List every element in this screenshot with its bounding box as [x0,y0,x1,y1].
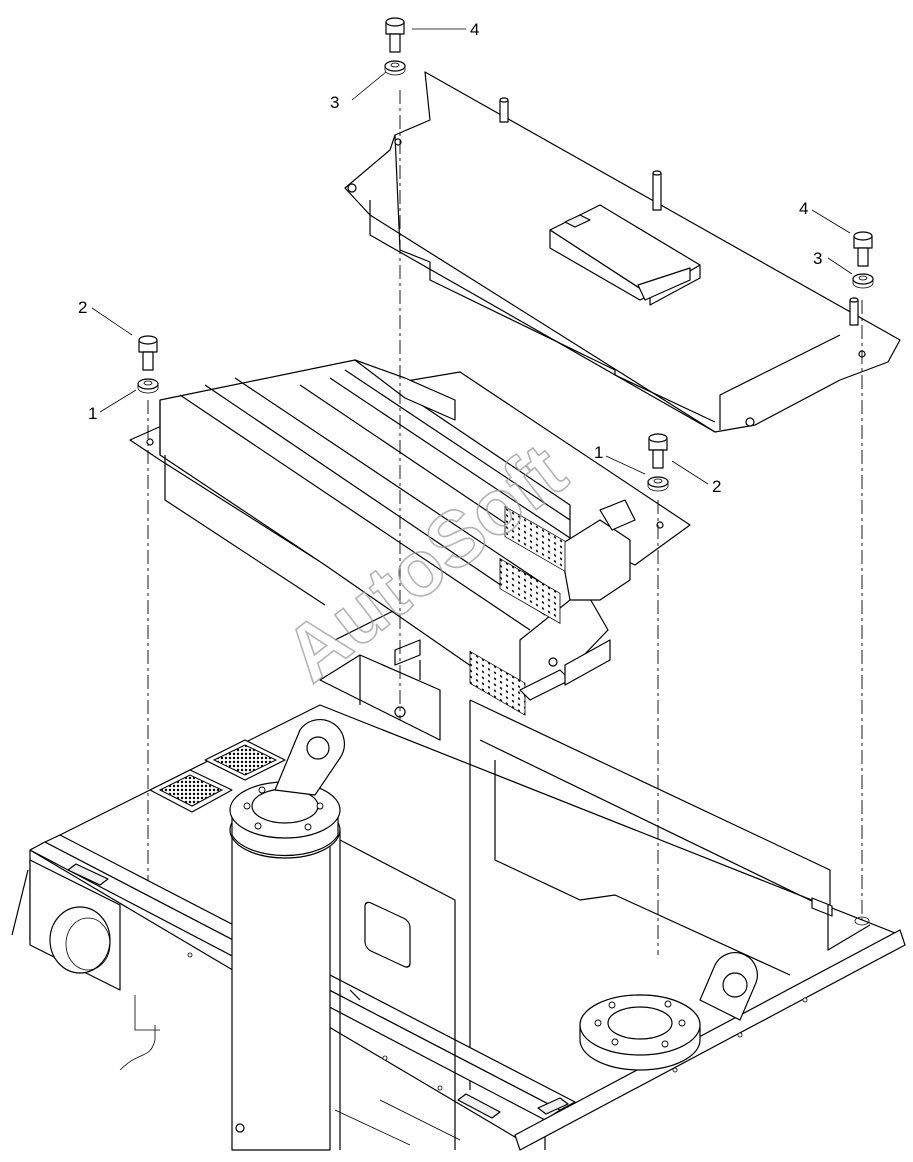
floor-vent-grilles [149,739,286,813]
top-cover-panel [344,71,901,433]
washer-left [137,378,159,394]
callout-4-top: 4 [470,20,479,39]
callout-1-left: 1 [88,404,97,423]
washer-right [852,273,874,289]
bolt-left [138,335,158,371]
callout-labels: 4 3 4 3 2 1 1 2 [78,20,822,496]
alignment-lines [147,90,863,955]
callout-4-right: 4 [799,199,808,218]
bolt-center-right [648,433,668,469]
control-box-assembly [129,359,691,716]
right-bearing-ring [579,952,758,1071]
bolt-right [853,231,873,267]
center-support-bracket [319,609,441,741]
callout-1-right: 1 [594,443,603,462]
washer-center-right [647,476,669,492]
swing-column [229,719,461,1151]
washer-top [384,60,406,76]
bolt-top [385,17,405,53]
leader-lines [91,28,853,485]
callout-2-left: 2 [78,298,87,317]
callout-2-right: 2 [712,477,721,496]
base-frame [11,699,906,1151]
callout-3-right: 3 [813,249,822,268]
callout-3-top: 3 [330,93,339,112]
